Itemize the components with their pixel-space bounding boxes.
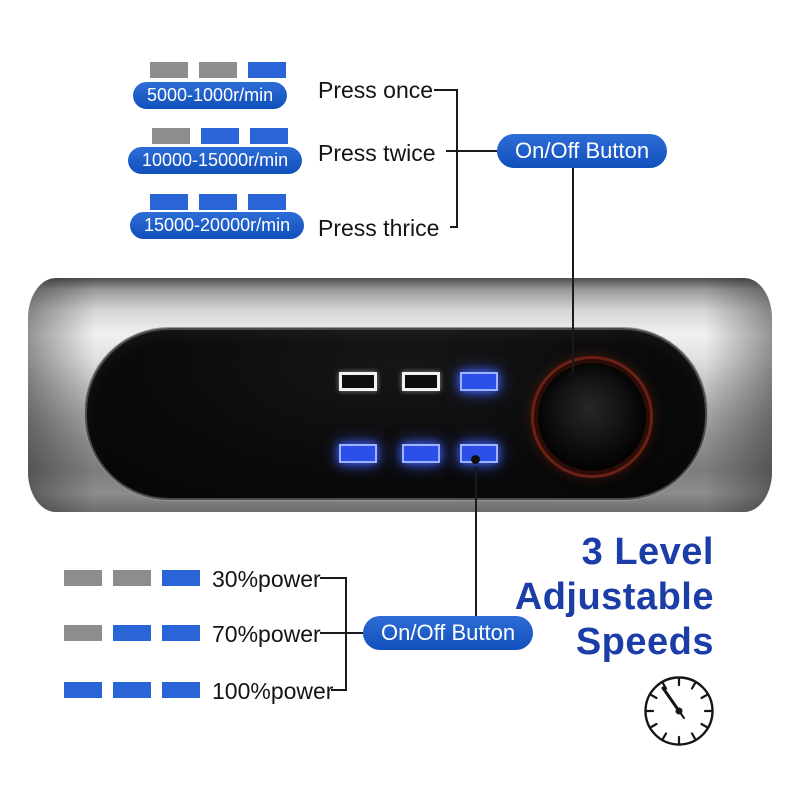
connector-line (331, 689, 345, 691)
connector-dot (471, 455, 480, 464)
segment-bar (150, 62, 188, 78)
control-panel (85, 328, 707, 500)
segment-bar (162, 682, 200, 698)
power-70-label: 70%power (212, 621, 321, 647)
speed-indicator-2 (402, 372, 440, 391)
speed-level-1-bars (150, 62, 286, 78)
connector-line (345, 577, 347, 691)
segment-bar (199, 62, 237, 78)
onoff-button-callout-bottom[interactable]: On/Off Button (363, 616, 534, 650)
connector-dot (568, 371, 577, 380)
segment-bar (248, 62, 286, 78)
power-level-1-bars (64, 570, 200, 586)
connector-line (572, 168, 574, 376)
segment-bar (113, 682, 151, 698)
headline: 3 Level Adjustable Speeds (515, 530, 714, 665)
segment-bar (64, 570, 102, 586)
connector-line (446, 150, 457, 152)
power-100-label: 100%power (212, 678, 334, 704)
connector-line (320, 632, 345, 634)
headline-line-1: 3 Level (581, 531, 714, 573)
segment-bar (113, 570, 151, 586)
segment-bar (152, 128, 190, 144)
connector-line (320, 577, 345, 579)
power-button[interactable] (534, 359, 650, 475)
segment-bar (64, 625, 102, 641)
speed-level-2-bars (152, 128, 288, 144)
segment-bar (201, 128, 239, 144)
connector-line (434, 89, 457, 91)
segment-bar (162, 625, 200, 641)
power-indicator-1 (339, 444, 377, 463)
power-indicator-2 (402, 444, 440, 463)
connector-line (345, 632, 363, 634)
headline-line-3: Speeds (575, 621, 714, 663)
speed-level-3-bars (150, 194, 286, 210)
device-body (28, 278, 772, 512)
connector-line (450, 226, 457, 228)
power-level-2-bars (64, 625, 200, 641)
segment-bar (113, 625, 151, 641)
power-level-3-bars (64, 682, 200, 698)
segment-bar (199, 194, 237, 210)
segment-bar (250, 128, 288, 144)
gauge-icon (644, 676, 714, 746)
segment-bar (162, 570, 200, 586)
press-twice-label: Press twice (318, 140, 436, 166)
power-30-label: 30%power (212, 566, 321, 592)
headline-line-2: Adjustable (514, 576, 714, 618)
onoff-button-callout-top[interactable]: On/Off Button (497, 134, 668, 168)
press-thrice-label: Press thrice (318, 215, 440, 241)
speed-indicator-1 (339, 372, 377, 391)
connector-line (475, 466, 477, 618)
connector-line (456, 89, 458, 228)
connector-line (456, 150, 497, 152)
segment-bar (150, 194, 188, 210)
segment-bar (64, 682, 102, 698)
speed-range-3-label: 15000-20000r/min (130, 212, 305, 239)
speed-range-1-label: 5000-1000r/min (133, 82, 288, 109)
segment-bar (248, 194, 286, 210)
speed-range-2-label: 10000-15000r/min (128, 147, 303, 174)
speed-indicator-3 (460, 372, 498, 391)
press-once-label: Press once (318, 77, 434, 103)
